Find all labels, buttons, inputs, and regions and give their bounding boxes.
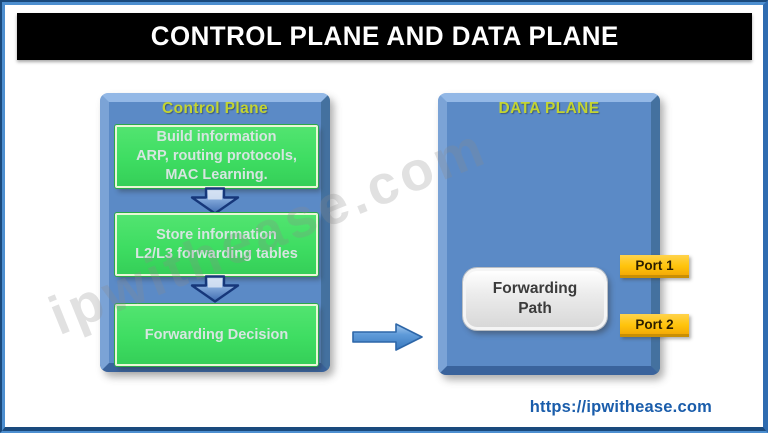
port-1-label: Port 1	[635, 257, 674, 273]
title-bar: CONTROL PLANE AND DATA PLANE	[17, 13, 752, 60]
right-arrow-icon	[352, 323, 423, 351]
step-line: MAC Learning.	[165, 167, 268, 183]
step-line: Build information	[156, 129, 277, 145]
forwarding-path-box: Forwarding Path	[463, 268, 607, 330]
port-2-label: Port 2	[635, 316, 674, 332]
forwarding-path-line: Path	[518, 300, 552, 317]
step-line: Forwarding Decision	[144, 326, 289, 343]
step-line: ARP, routing protocols,	[136, 148, 297, 164]
page-title: CONTROL PLANE AND DATA PLANE	[150, 21, 619, 51]
footer-url: https://ipwithease.com	[529, 398, 712, 416]
control-plane-step-store-information: Store information L2/L3 forwarding table…	[115, 213, 318, 276]
down-arrow-icon	[190, 187, 240, 215]
port-2-tab: Port 2	[620, 314, 689, 337]
control-plane-step-forwarding-decision: Forwarding Decision	[115, 304, 318, 366]
control-plane-step-build-information: Build information ARP, routing protocols…	[115, 125, 318, 188]
down-arrow-icon	[190, 275, 240, 303]
step-line: Store information	[156, 226, 277, 243]
data-plane-title: DATA PLANE	[498, 100, 600, 117]
step-line: L2/L3 forwarding tables	[135, 245, 298, 262]
port-1-tab: Port 1	[620, 255, 689, 278]
forwarding-path-line: Forwarding	[492, 280, 578, 297]
control-plane-title: Control Plane	[162, 100, 268, 117]
